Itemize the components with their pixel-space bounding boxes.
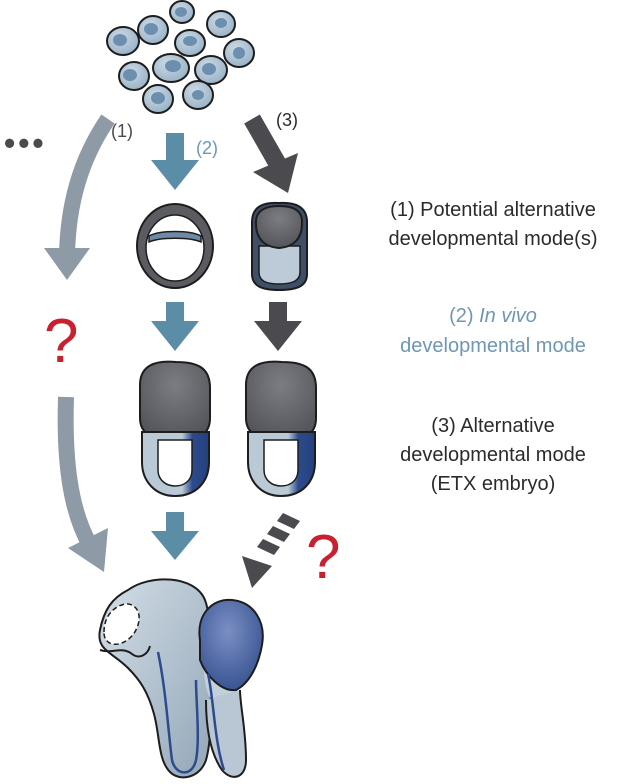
egg-cylinder-in-vivo — [139, 360, 211, 498]
ellipsis: ••• — [4, 125, 47, 161]
cell — [182, 80, 214, 110]
blastocyst — [136, 203, 214, 289]
legend-item3-line3: (ETX embryo) — [431, 473, 555, 495]
question-mark-path3: ? — [306, 523, 340, 592]
legend-item3-line1: (3) Alternative — [431, 415, 554, 437]
path2-arrow-2 — [151, 302, 199, 351]
cell — [223, 38, 255, 68]
later-stage-embryo — [98, 578, 264, 779]
cell — [137, 15, 169, 45]
stem-cell-cluster — [106, 0, 255, 114]
path1-arrow-top — [44, 114, 115, 280]
path2-arrow-3 — [151, 512, 199, 560]
cell — [169, 0, 195, 24]
question-mark-path1: ? — [44, 307, 78, 376]
path2-label: (2) — [196, 138, 218, 158]
path2-arrow-1 — [151, 133, 199, 190]
cell — [194, 55, 228, 85]
legend-item1-line1: (1) Potential alternative — [390, 199, 596, 221]
etx-early-structure — [251, 201, 308, 292]
legend-item3-line2: developmental mode — [400, 444, 586, 466]
legend-item2-line2: developmental mode — [400, 335, 586, 357]
path3-arrow-2 — [254, 302, 302, 351]
path1-label: (1) — [111, 121, 133, 141]
cell — [118, 61, 150, 91]
legend-item2-italic: In vivo — [479, 305, 537, 327]
legend-item2-prefix: (2) — [449, 305, 479, 327]
path3-label: (3) — [276, 110, 298, 130]
cell — [142, 84, 174, 114]
egg-cylinder-etx — [245, 360, 317, 498]
legend: (1) Potential alternative developmental … — [389, 199, 598, 495]
cell — [152, 53, 190, 83]
cell — [106, 26, 140, 56]
path3-arrow-1 — [244, 114, 298, 193]
legend-item2-line1: (2) In vivo — [449, 305, 537, 327]
path1-arrow-bottom — [57, 396, 108, 572]
cell — [206, 10, 236, 38]
cell — [174, 29, 206, 57]
path3-arrow-dashed — [242, 513, 300, 588]
legend-item1-line2: developmental mode(s) — [389, 228, 598, 250]
